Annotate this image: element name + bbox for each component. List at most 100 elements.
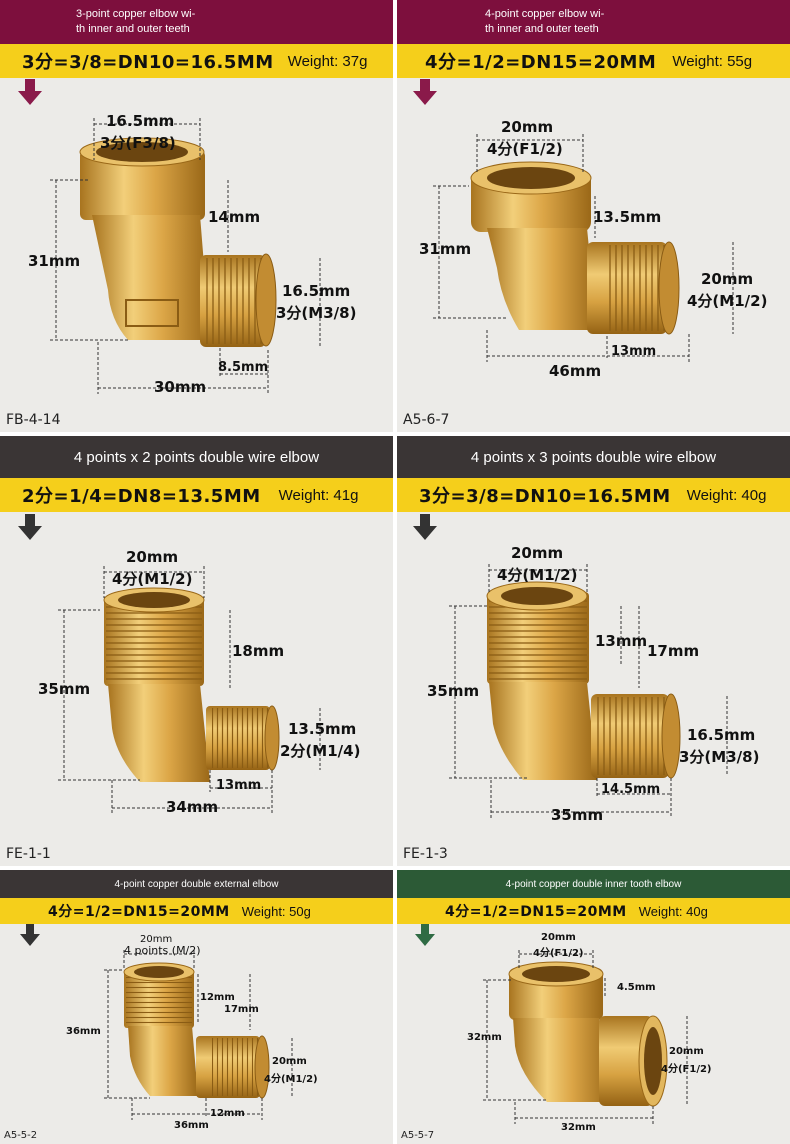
elbow-fitting-illustration xyxy=(50,118,321,394)
model-code: FE-1-3 xyxy=(403,846,448,862)
horizontal-divider xyxy=(0,866,790,870)
dim-upper-length: 18mm xyxy=(232,642,285,660)
dim-socket-depth: 13.5mm xyxy=(593,208,662,226)
weight-label: Weight: 50g xyxy=(241,903,311,919)
dim-width: 36mm xyxy=(174,1120,209,1131)
down-arrow-icon xyxy=(415,924,435,946)
dim-width: 35mm xyxy=(551,806,604,824)
dim-side-size: 13.5mm xyxy=(288,720,357,738)
weight-label: Weight: 37g xyxy=(287,52,368,70)
dim-thread-length: 8.5mm xyxy=(218,360,269,375)
elbow-fitting-illustration xyxy=(104,950,293,1120)
dim-top-thread: 4分(M1/2) xyxy=(112,570,193,588)
dim-height: 31mm xyxy=(419,240,472,258)
weight-label: Weight: 55g xyxy=(672,52,753,70)
dim-top-thread: 4分(F1/2) xyxy=(533,948,584,959)
dim-top-size: 16.5mm xyxy=(106,112,175,130)
dim-thread-length: 13mm xyxy=(216,778,262,793)
size-spec: 3分=3/8=DN10=16.5MM xyxy=(419,486,671,507)
panel-header: 3-point copper elbow wi- th inner and ou… xyxy=(0,0,393,44)
size-band: 3分=3/8=DN10=16.5MM Weight: 40g xyxy=(397,478,790,512)
vertical-divider xyxy=(393,0,397,1144)
panel-header: 4 points x 2 points double wire elbow xyxy=(0,436,393,478)
dim-thread-length: 13mm xyxy=(611,344,657,359)
dim-upper-length: 17mm xyxy=(647,642,700,660)
panel-header-text: 4 points x 2 points double wire elbow xyxy=(73,448,320,466)
panel-fe-1-3: 4 points x 3 points double wire elbow 3分… xyxy=(397,436,790,866)
panel-header: 4-point copper elbow wi- th inner and ou… xyxy=(397,0,790,44)
size-band: 4分=1/2=DN15=20MM Weight: 40g xyxy=(397,898,790,924)
panel-header-text: 4 points x 3 points double wire elbow xyxy=(470,448,717,466)
dim-socket-depth: 13mm xyxy=(595,632,648,650)
down-arrow-icon xyxy=(20,924,40,946)
panel-header-text: 4-point copper double external elbow xyxy=(114,878,279,890)
elbow-fitting-illustration xyxy=(449,564,728,818)
size-spec: 4分=1/2=DN15=20MM xyxy=(48,904,230,920)
dim-height: 36mm xyxy=(66,1026,101,1037)
size-band: 3分=3/8=DN10=16.5MM Weight: 37g xyxy=(0,44,393,78)
dim-side-size: 20mm xyxy=(701,270,754,288)
model-code: A5-5-2 xyxy=(4,1130,38,1141)
dim-width: 32mm xyxy=(561,1122,596,1133)
size-spec: 2分=1/4=DN8=13.5MM xyxy=(22,486,261,507)
panel-a5-5-2: 4-point copper double external elbow 4分=… xyxy=(0,870,393,1144)
panel-header-text: 4-point copper double inner tooth elbow xyxy=(505,878,682,890)
size-band: 4分=1/2=DN15=20MM Weight: 55g xyxy=(397,44,790,78)
dim-side-size: 16.5mm xyxy=(687,726,756,744)
dim-top-size: 20mm xyxy=(541,932,576,943)
dim-top-size: 20mm xyxy=(140,934,173,945)
dim-side-thread: 4分(M1/2) xyxy=(687,292,768,310)
down-arrow-icon xyxy=(413,514,437,540)
dim-height: 35mm xyxy=(427,682,480,700)
dim-width: 30mm xyxy=(154,378,207,396)
elbow-fitting-illustration xyxy=(433,134,734,362)
panel-header-text: 4-point copper elbow wi- th inner and ou… xyxy=(485,8,605,35)
model-code: FE-1-1 xyxy=(6,846,51,862)
elbow-fitting-illustration xyxy=(58,566,321,814)
dim-top-thread: 3分(F3/8) xyxy=(100,134,176,152)
panel-a5-6-7: 4-point copper elbow wi- th inner and ou… xyxy=(397,0,790,432)
size-spec: 4分=1/2=DN15=20MM xyxy=(445,904,627,920)
size-band: 4分=1/2=DN15=20MM Weight: 50g xyxy=(0,898,393,924)
size-spec: 4分=1/2=DN15=20MM xyxy=(425,52,657,73)
dim-width: 34mm xyxy=(166,798,219,816)
dim-socket-depth: 14mm xyxy=(208,208,261,226)
panel-header: 4-point copper double inner tooth elbow xyxy=(397,870,790,898)
size-band: 2分=1/4=DN8=13.5MM Weight: 41g xyxy=(0,478,393,512)
dim-height: 35mm xyxy=(38,680,91,698)
dim-top-size: 20mm xyxy=(126,548,179,566)
dim-side-thread: 4分(M1/2) xyxy=(264,1074,318,1085)
size-spec: 3分=3/8=DN10=16.5MM xyxy=(22,52,274,73)
weight-label: Weight: 41g xyxy=(278,486,359,504)
dim-upper-length: 17mm xyxy=(224,1004,259,1015)
down-arrow-icon xyxy=(18,514,42,540)
dim-side-thread: 4分(F1/2) xyxy=(661,1064,712,1075)
panel-header-text: 3-point copper elbow wi- th inner and ou… xyxy=(76,8,196,35)
dim-thread-length: 12mm xyxy=(210,1108,245,1119)
dim-thread-length: 14.5mm xyxy=(601,782,661,797)
dim-side-size: 20mm xyxy=(272,1056,307,1067)
dim-socket-depth: 4.5mm xyxy=(617,982,656,993)
dim-top-size: 20mm xyxy=(501,118,554,136)
weight-label: Weight: 40g xyxy=(686,486,767,504)
panel-fb-4-14: 3-point copper elbow wi- th inner and ou… xyxy=(0,0,393,432)
elbow-fitting-illustration xyxy=(483,950,688,1124)
model-code: A5-5-7 xyxy=(401,1130,435,1141)
panel-a5-5-7: 4-point copper double inner tooth elbow … xyxy=(397,870,790,1144)
down-arrow-icon xyxy=(18,79,42,105)
dim-top-thread: 4 points (M/2) xyxy=(124,944,201,957)
horizontal-divider xyxy=(0,432,790,436)
down-arrow-icon xyxy=(413,79,437,105)
panel-header: 4 points x 3 points double wire elbow xyxy=(397,436,790,478)
model-code: A5-6-7 xyxy=(403,412,450,428)
dim-height: 32mm xyxy=(467,1032,502,1043)
dim-top-size: 20mm xyxy=(511,544,564,562)
dim-side-size: 16.5mm xyxy=(282,282,351,300)
dim-socket-depth: 12mm xyxy=(200,992,235,1003)
weight-label: Weight: 40g xyxy=(638,903,708,919)
dim-height: 31mm xyxy=(28,252,81,270)
dim-side-thread: 3分(M3/8) xyxy=(679,748,760,766)
dim-top-thread: 4分(F1/2) xyxy=(487,140,563,158)
dim-side-size: 20mm xyxy=(669,1046,704,1057)
